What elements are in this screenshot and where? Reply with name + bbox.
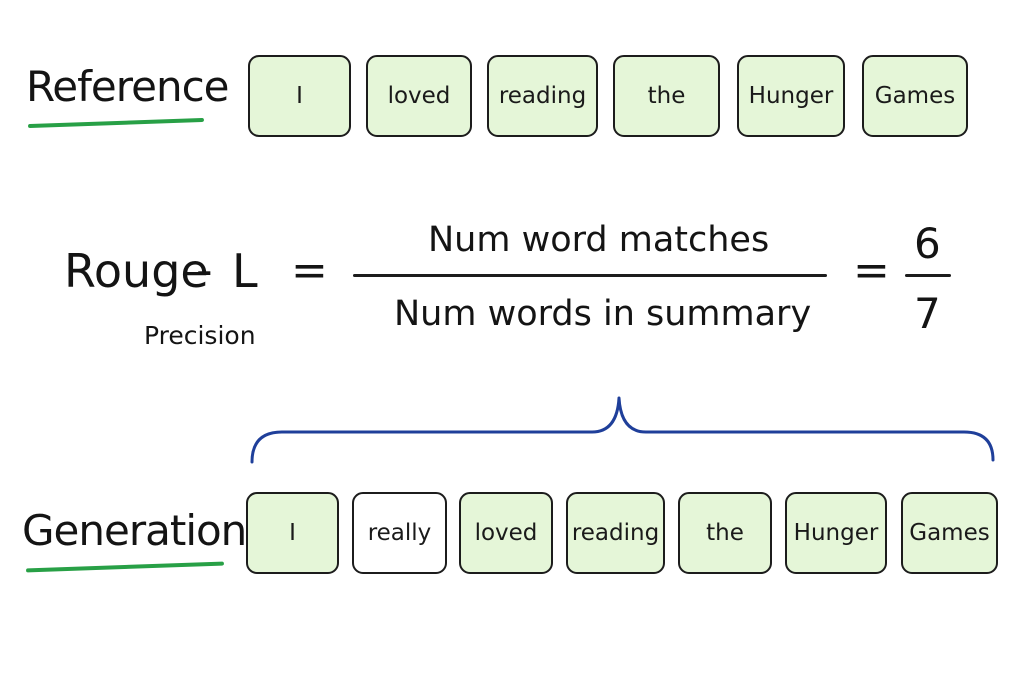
generation-token: the	[678, 492, 772, 574]
generation-label: Generation	[22, 506, 247, 555]
reference-token: reading	[487, 55, 598, 137]
reference-token: the	[613, 55, 720, 137]
formula-equals-2: =	[853, 245, 890, 296]
reference-label: Reference	[26, 62, 229, 111]
formula-equals-1: =	[291, 245, 328, 296]
formula-subscript: Precision	[144, 321, 256, 350]
generation-token: I	[246, 492, 339, 574]
reference-token: Games	[862, 55, 968, 137]
reference-token: loved	[366, 55, 472, 137]
result-numerator: 6	[914, 219, 941, 268]
generation-token: reading	[566, 492, 665, 574]
formula-numerator: Num word matches	[428, 220, 770, 260]
result-denominator: 7	[914, 289, 941, 338]
formula-metric: Rouge	[64, 244, 209, 298]
generation-token: Games	[901, 492, 998, 574]
reference-token: Hunger	[737, 55, 845, 137]
generation-token: Hunger	[785, 492, 887, 574]
generation-token: loved	[459, 492, 553, 574]
generation-token: really	[352, 492, 447, 574]
result-fraction-bar	[905, 274, 951, 277]
formula-denominator: Num words in summary	[394, 294, 812, 334]
formula-dash: -	[196, 243, 213, 297]
fraction-bar	[353, 274, 827, 277]
reference-token: I	[248, 55, 351, 137]
formula-variant: L	[232, 244, 258, 298]
